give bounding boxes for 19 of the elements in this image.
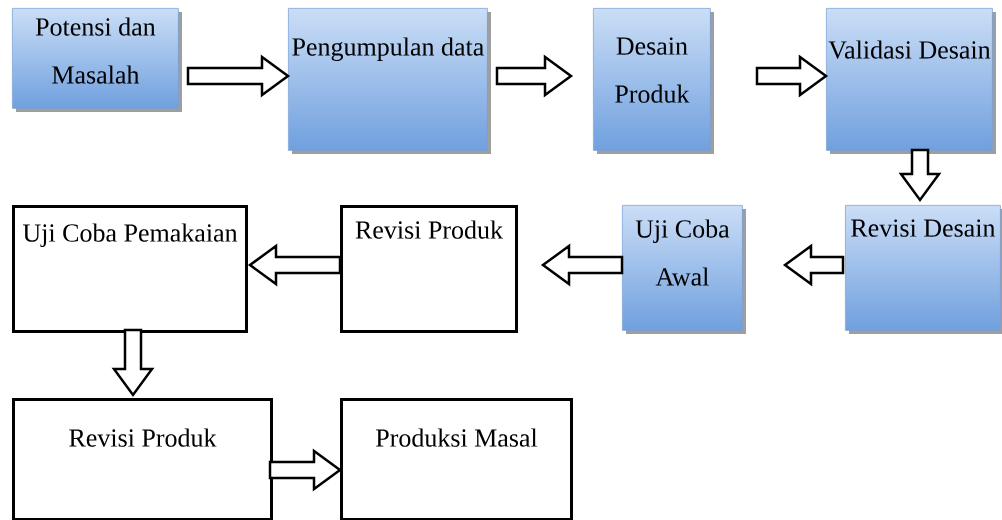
block-arrow [540, 243, 624, 287]
process-box: Revisi Desain [845, 205, 1002, 334]
block-arrow [186, 54, 291, 98]
process-box: Produksi Masal [340, 398, 573, 520]
process-box: Revisi Produk [340, 205, 518, 333]
block-arrow [111, 328, 155, 398]
process-box: Revisi Produk [12, 398, 273, 520]
process-box: Uji Coba Pemakaian [12, 205, 248, 333]
process-box: Potensi dan Masalah [12, 8, 182, 112]
block-arrow [782, 243, 845, 287]
block-arrow [495, 54, 574, 98]
block-arrow [247, 243, 342, 287]
process-box: Uji Coba Awal [622, 205, 746, 334]
process-box: Pengumpulan data [288, 8, 491, 154]
block-arrow [898, 148, 942, 203]
process-box: Desain Produk [593, 8, 714, 154]
block-arrow [268, 448, 343, 492]
block-arrow [755, 54, 829, 98]
process-box: Validasi Desain [826, 8, 996, 154]
